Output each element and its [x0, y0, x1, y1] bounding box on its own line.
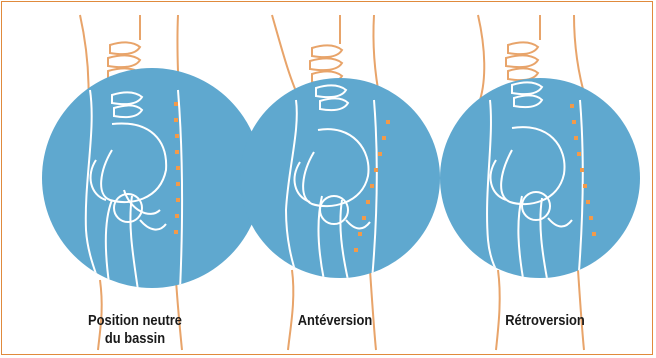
caption-anteversion-line-1: Antéversion: [271, 312, 400, 330]
caption-neutral: Position neutre du bassin: [53, 312, 216, 348]
caption-neutral-line-1: Position neutre: [53, 312, 216, 330]
circle-background: [42, 68, 262, 288]
caption-anteversion: Antéversion: [271, 312, 400, 330]
panel-anteversion: [240, 15, 440, 350]
caption-retroversion-line-1: Rétroversion: [481, 312, 610, 330]
caption-neutral-line-2: du bassin: [53, 330, 216, 348]
caption-retroversion: Rétroversion: [481, 312, 610, 330]
panel-retroversion: [440, 15, 640, 350]
panel-neutral: [42, 15, 262, 350]
circle-background: [440, 78, 640, 278]
